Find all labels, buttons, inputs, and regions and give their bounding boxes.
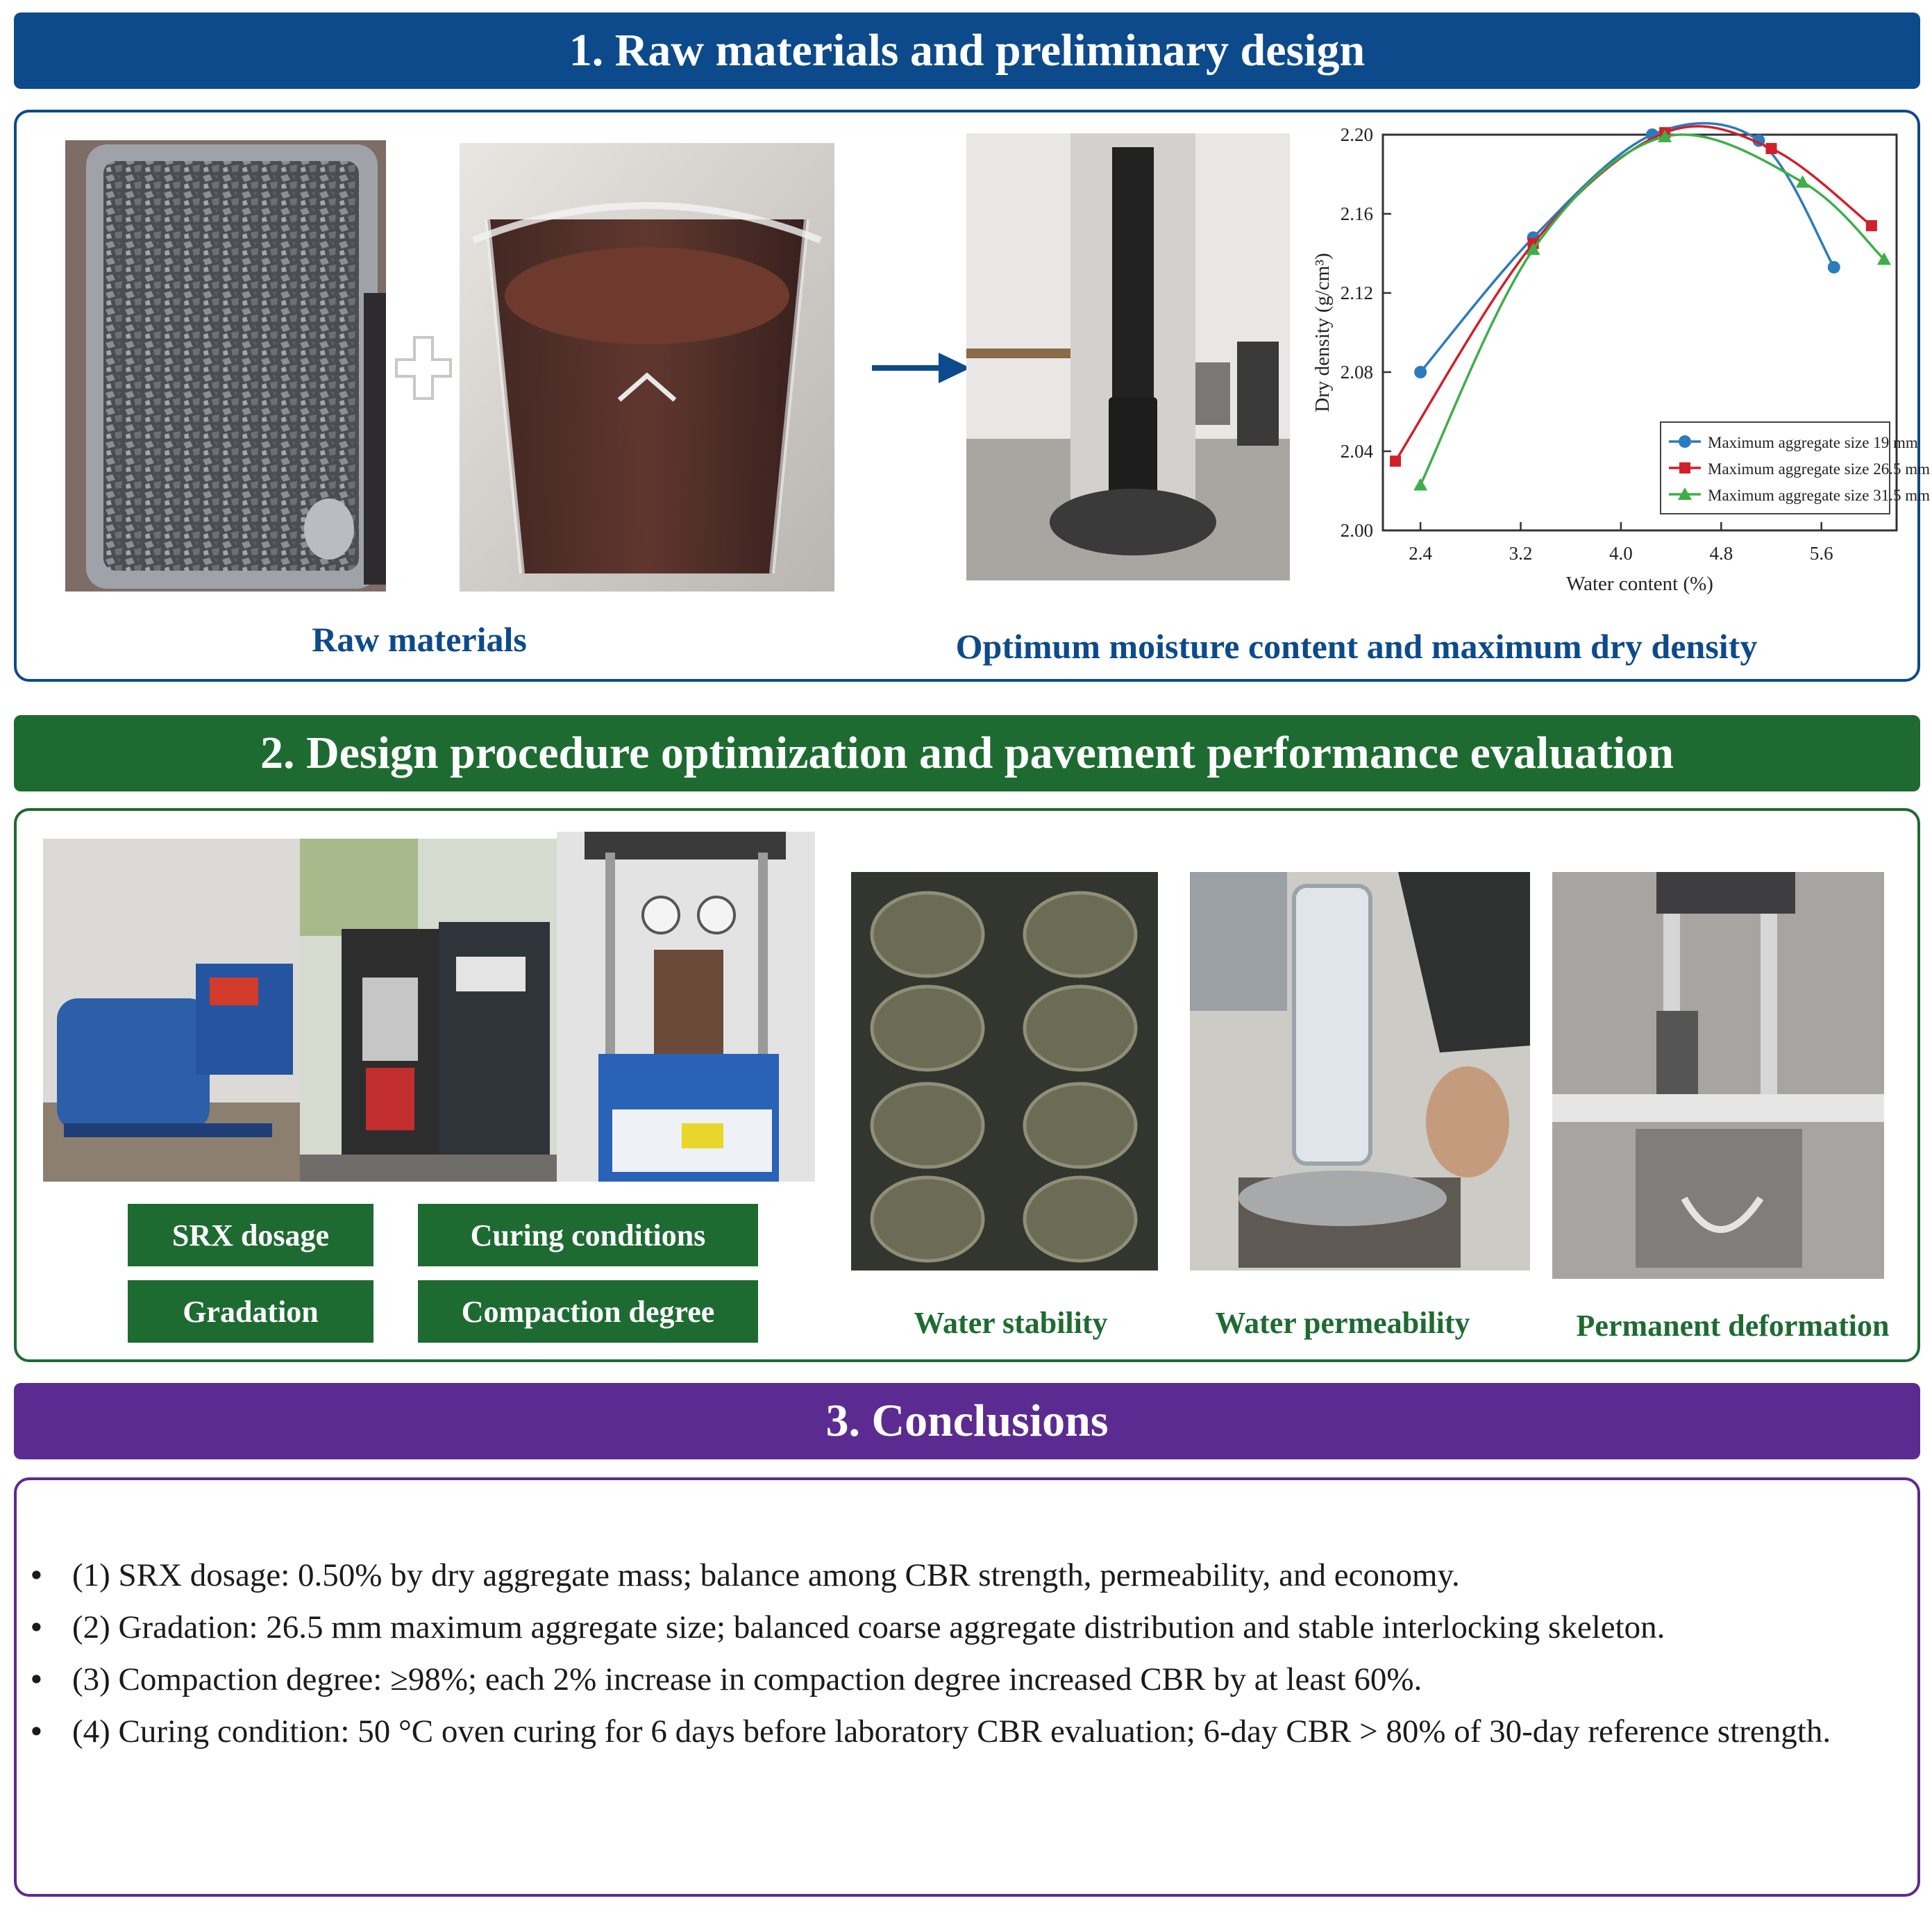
- y-tick-label: 2.16: [1341, 203, 1373, 224]
- tag-srx-dosage: SRX dosage: [128, 1204, 373, 1266]
- y-axis-title: Dry density (g/cm³): [1311, 253, 1334, 412]
- data-point: [1390, 455, 1402, 467]
- compaction-curve-chart: 2.4 3.2 4.0 4.8 5.6 2.00 2.04 2.08 2.12 2.16 2.20W…: [1311, 121, 1930, 595]
- permanent-deformation-caption: Permanent deformation: [1576, 1309, 1890, 1343]
- conclusions-list: (1) SRX dosage: 0.50% by dry aggregate m…: [26, 1550, 1901, 1758]
- x-axis-title: Water content (%): [1566, 573, 1713, 595]
- data-point: [1658, 129, 1672, 142]
- y-tick-label: 2.12: [1341, 283, 1373, 303]
- data-point: [1413, 478, 1428, 491]
- section1-title: 1. Raw materials and preliminary design: [569, 25, 1366, 76]
- tag-gradation: Gradation: [128, 1280, 373, 1343]
- y-tick-label: 2.04: [1341, 441, 1374, 462]
- water-permeability-caption: Water permeability: [1215, 1306, 1470, 1340]
- data-point: [1526, 242, 1540, 255]
- data-point: [1795, 175, 1810, 188]
- x-tick-label: 4.0: [1609, 543, 1633, 564]
- conclusion-item-4: (4) Curing condition: 50 °C oven curing …: [26, 1706, 1901, 1758]
- tag-compaction-degree: Compaction degree: [418, 1280, 758, 1343]
- legend-label: Maximum aggregate size 26.5 mm: [1708, 460, 1930, 478]
- y-tick-label: 2.20: [1341, 124, 1373, 145]
- data-point: [1827, 260, 1840, 274]
- plus-icon: [394, 335, 453, 401]
- section1-banner: 1. Raw materials and preliminary design: [14, 12, 1920, 89]
- data-point: [1765, 142, 1777, 154]
- compactor-photo: [966, 133, 1290, 580]
- section3-title: 3. Conclusions: [825, 1395, 1109, 1446]
- y-tick-label: 2.00: [1341, 520, 1373, 541]
- beaker-photo: [460, 143, 834, 592]
- conclusion-item-1: (1) SRX dosage: 0.50% by dry aggregate m…: [26, 1550, 1901, 1602]
- section3-banner: 3. Conclusions: [14, 1383, 1920, 1459]
- data-point: [1876, 252, 1891, 265]
- raw-materials-caption: Raw materials: [312, 620, 527, 659]
- data-point: [1414, 366, 1427, 378]
- water-stability-photo: [851, 872, 1158, 1271]
- legend-swatch-marker: [1679, 435, 1691, 448]
- arrow-right-icon: [869, 347, 973, 389]
- permanent-deformation-photo: [1552, 872, 1884, 1279]
- x-tick-label: 4.8: [1709, 543, 1733, 564]
- legend-label: Maximum aggregate size 31.5 mm: [1708, 487, 1930, 504]
- tag-curing-conditions: Curing conditions: [418, 1204, 758, 1266]
- conclusion-item-3: (3) Compaction degree: ≥98%; each 2% inc…: [26, 1654, 1901, 1706]
- water-stability-caption: Water stability: [914, 1306, 1108, 1340]
- series-line-3: [1419, 133, 1885, 486]
- legend-label: Maximum aggregate size 19 mm: [1708, 434, 1918, 451]
- cbr-tester-photo: [557, 832, 815, 1182]
- conclusion-item-2: (2) Gradation: 26.5 mm maximum aggregate…: [26, 1602, 1901, 1654]
- y-tick-label: 2.08: [1341, 362, 1373, 383]
- data-point: [1865, 220, 1877, 232]
- legend-swatch-marker: [1678, 487, 1692, 500]
- section2-panel: SRX dosage Curing conditions Gradation C…: [14, 808, 1920, 1362]
- press-machine-photo: [300, 839, 557, 1182]
- omc-caption: Optimum moisture content and maximum dry…: [955, 627, 1758, 666]
- x-tick-label: 3.2: [1509, 543, 1533, 564]
- water-permeability-photo: [1190, 872, 1530, 1271]
- x-tick-label: 2.4: [1409, 543, 1432, 564]
- section2-banner: 2. Design procedure optimization and pav…: [14, 715, 1920, 791]
- aggregate-tray-photo: [65, 140, 386, 592]
- x-tick-label: 5.6: [1810, 543, 1833, 564]
- section2-title: 2. Design procedure optimization and pav…: [260, 728, 1674, 778]
- mixer-photo: [43, 839, 300, 1182]
- series-line-1: [1419, 121, 1836, 374]
- legend-swatch-marker: [1679, 462, 1690, 473]
